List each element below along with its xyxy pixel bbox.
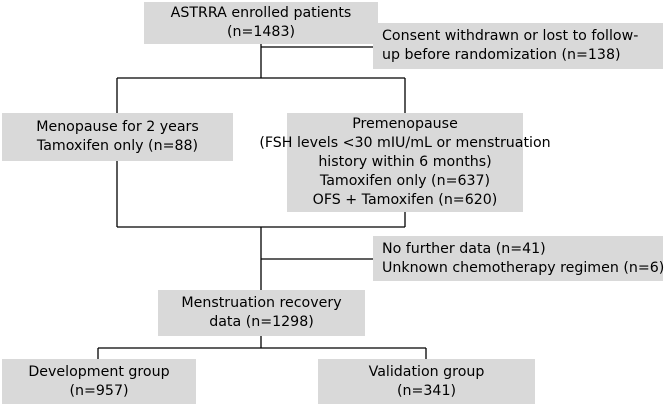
exclusion-1-line-1: Consent withdrawn or lost to follow- xyxy=(382,28,639,44)
premenopause-line-1: Premenopause xyxy=(352,116,458,132)
development-line-2: (n=957) xyxy=(69,382,129,399)
development-line-1: Development group xyxy=(28,363,170,380)
development-box: Development group (n=957) xyxy=(2,359,196,404)
exclusion-2-line-1: No further data (n=41) xyxy=(382,240,546,257)
validation-line-2: (n=341) xyxy=(396,382,457,399)
recovery-line-2: data (n=1298) xyxy=(209,314,314,330)
premenopause-line-2: (FSH levels <30 mIU/mL or menstruation xyxy=(259,135,551,151)
menopause-line-1: Menopause for 2 years xyxy=(36,119,199,135)
recovery-box: Menstruation recovery data (n=1298) xyxy=(158,290,365,336)
premenopause-line-4: Tamoxifen only (n=637) xyxy=(319,173,491,189)
enrolled-box: ASTRRA enrolled patients (n=1483) xyxy=(144,2,378,44)
recovery-line-1: Menstruation recovery xyxy=(181,295,342,311)
exclusion-1-line-2: up before randomization (n=138) xyxy=(382,47,621,63)
validation-box: Validation group (n=341) xyxy=(318,359,535,404)
premenopause-box: Premenopause (FSH levels <30 mIU/mL or m… xyxy=(259,113,551,212)
validation-line-1: Validation group xyxy=(368,363,485,380)
menopause-box: Menopause for 2 years Tamoxifen only (n=… xyxy=(2,113,233,161)
menopause-line-2: Tamoxifen only (n=88) xyxy=(36,138,199,154)
premenopause-line-5: OFS + Tamoxifen (n=620) xyxy=(312,192,498,208)
exclusion-2-line-2: Unknown chemotherapy regimen (n=6) xyxy=(382,259,665,276)
enrolled-line-1: ASTRRA enrolled patients xyxy=(170,5,352,21)
premenopause-line-3: history within 6 months) xyxy=(318,154,492,170)
enrolled-line-2: (n=1483) xyxy=(226,24,296,40)
exclusion-1-box: Consent withdrawn or lost to follow- up … xyxy=(373,23,663,69)
exclusion-2-box: No further data (n=41) Unknown chemother… xyxy=(373,236,665,281)
